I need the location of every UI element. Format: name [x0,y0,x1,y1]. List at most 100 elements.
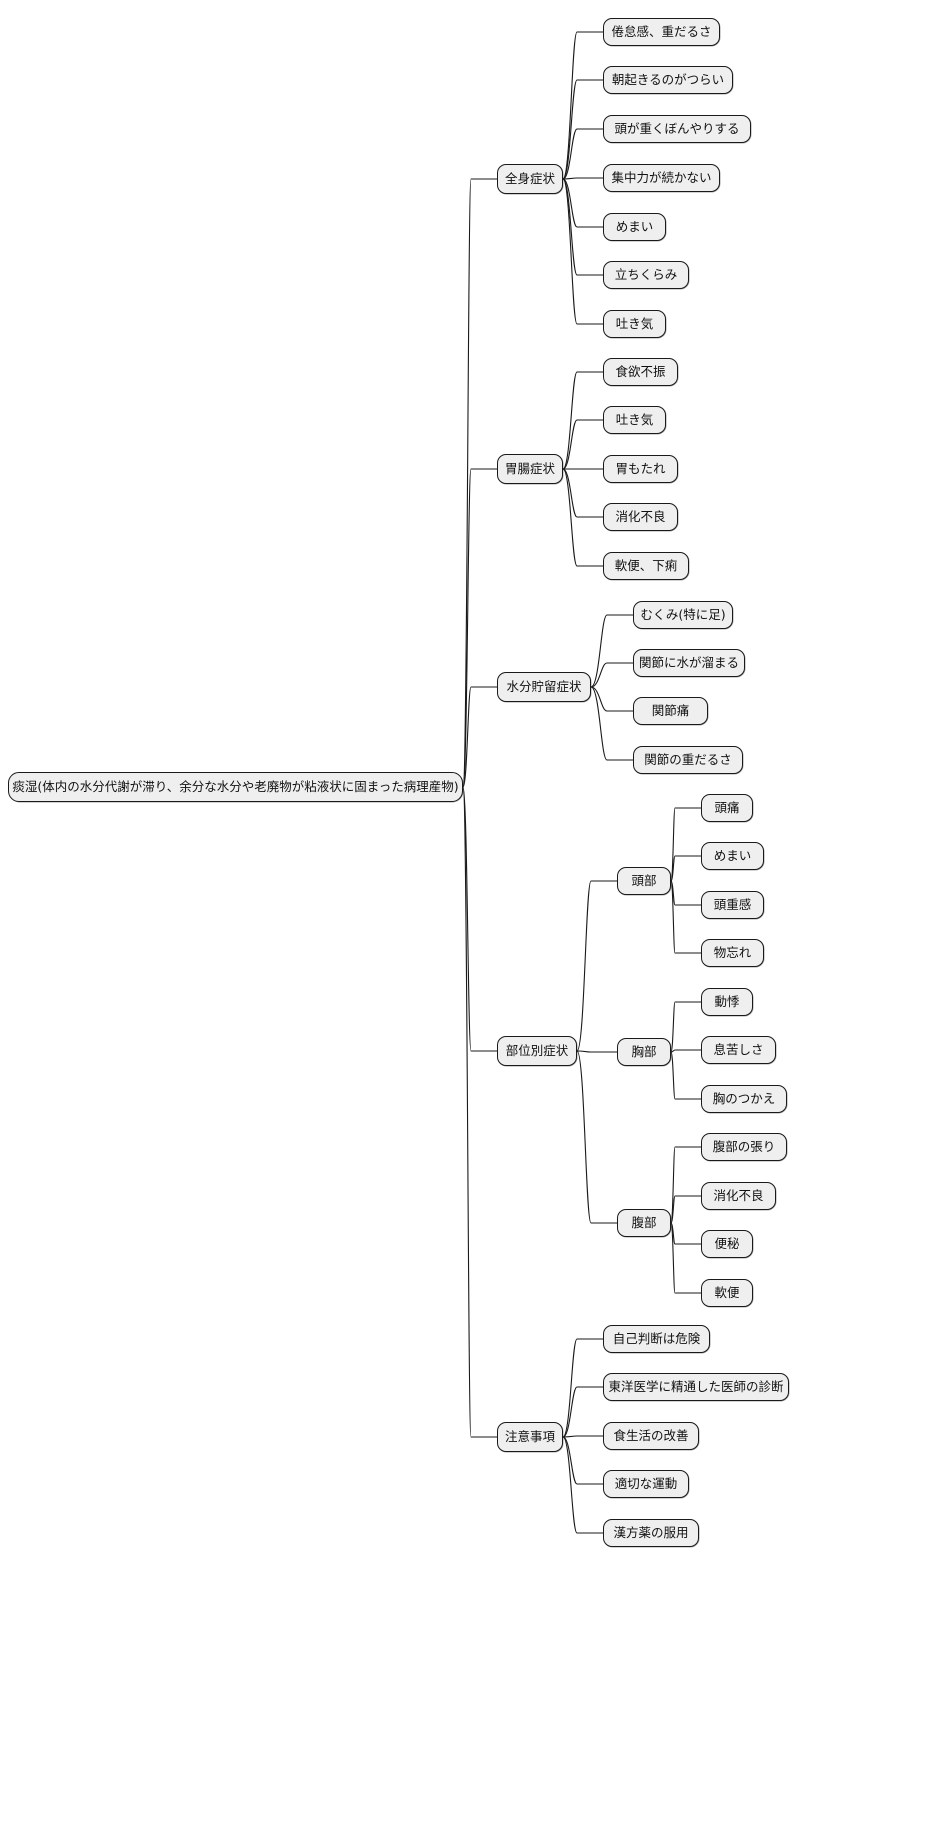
edge [562,419,603,470]
node-3-1-1[interactable]: 息苦しさ [701,1036,776,1064]
node-4-0[interactable]: 自己判断は危険 [603,1325,710,1353]
node-4-1-label: 東洋医学に精通した医師の診断 [608,1378,784,1394]
node-0-3[interactable]: 集中力が続かない [603,164,720,192]
node-3-0-2-label: 頭重感 [713,896,752,912]
edge [462,786,497,1438]
edge [670,880,701,906]
branch-node-1[interactable]: 胃腸症状 [497,454,563,484]
branch-node-0-label: 全身症状 [504,170,555,186]
edge [576,1050,617,1053]
node-2-3-label: 関節の重だるさ [644,751,732,767]
edge [670,880,701,954]
node-4-0-label: 自己判断は危険 [612,1330,701,1346]
edge [590,614,633,688]
node-3-0-3-label: 物忘れ [713,944,752,960]
edge [562,178,603,325]
edge [462,686,497,788]
node-0-1-label: 朝起きるのがつらい [611,71,725,87]
node-0-2-label: 頭が重くぼんやりする [614,120,740,136]
node-3-2-2[interactable]: 便秘 [701,1230,753,1258]
edge [670,1049,701,1053]
edge [670,1051,701,1100]
node-1-4-label: 軟便、下痢 [614,557,678,573]
edge [590,686,633,761]
branch-node-4[interactable]: 注意事項 [497,1422,563,1452]
node-2-2-label: 関節痛 [651,702,690,718]
node-3-0-2[interactable]: 頭重感 [701,891,764,919]
node-3-2-0[interactable]: 腹部の張り [701,1133,787,1161]
branch-node-0[interactable]: 全身症状 [497,164,563,194]
node-4-2-label: 食生活の改善 [613,1427,689,1443]
edge [562,1338,603,1438]
node-4-2[interactable]: 食生活の改善 [603,1422,699,1450]
node-2-2[interactable]: 関節痛 [633,697,708,725]
branch-node-3-label: 部位別症状 [505,1042,569,1058]
node-1-1[interactable]: 吐き気 [603,406,666,434]
node-3-1-1-label: 息苦しさ [713,1041,764,1057]
node-1-0-label: 食欲不振 [615,363,666,379]
node-1-3-label: 消化不良 [615,508,666,524]
node-0-6-label: 吐き気 [615,315,654,331]
node-3-2-1[interactable]: 消化不良 [701,1182,776,1210]
node-0-2[interactable]: 頭が重くぼんやりする [603,115,751,143]
node-3-0-0[interactable]: 頭痛 [701,794,753,822]
node-1-3[interactable]: 消化不良 [603,503,678,531]
edge [670,1222,701,1245]
edge [562,1435,603,1438]
node-0-6[interactable]: 吐き気 [603,310,666,338]
node-1-1-label: 吐き気 [615,411,654,427]
node-3-0-0-label: 頭痛 [714,799,740,815]
node-3-0-3[interactable]: 物忘れ [701,939,764,967]
node-4-3[interactable]: 適切な運動 [603,1470,689,1498]
edge [462,468,497,788]
branch-node-4-label: 注意事項 [504,1428,555,1444]
edge [670,1146,701,1224]
node-4-4[interactable]: 漢方薬の服用 [603,1519,699,1547]
node-3-1[interactable]: 胸部 [617,1038,671,1066]
node-0-5[interactable]: 立ちくらみ [603,261,689,289]
node-1-2[interactable]: 胃もたれ [603,455,678,483]
node-4-4-label: 漢方薬の服用 [613,1524,689,1540]
branch-node-1-label: 胃腸症状 [504,460,555,476]
node-3-2[interactable]: 腹部 [617,1209,671,1237]
node-3-1-2[interactable]: 胸のつかえ [701,1085,787,1113]
node-0-3-label: 集中力が続かない [611,169,712,185]
node-1-4[interactable]: 軟便、下痢 [603,552,689,580]
node-2-3[interactable]: 関節の重だるさ [633,746,743,774]
edge [562,371,603,470]
node-3-0-1[interactable]: めまい [701,842,764,870]
branch-node-3[interactable]: 部位別症状 [497,1036,577,1066]
node-1-0[interactable]: 食欲不振 [603,358,678,386]
node-3-0-1-label: めまい [713,847,752,863]
branch-node-2[interactable]: 水分貯留症状 [497,672,591,702]
node-0-4[interactable]: めまい [603,213,666,241]
edge [562,79,603,180]
node-3-1-2-label: 胸のつかえ [712,1090,776,1106]
edge [462,786,497,1052]
node-3-2-3[interactable]: 軟便 [701,1279,753,1307]
edge [670,1001,701,1053]
node-4-1[interactable]: 東洋医学に精通した医師の診断 [603,1373,789,1401]
edge [590,686,633,712]
node-2-0-label: むくみ(特に足) [640,606,726,622]
node-3-0[interactable]: 頭部 [617,867,671,895]
node-2-0[interactable]: むくみ(特に足) [633,601,733,629]
edge [562,128,603,180]
node-3-1-0-label: 動悸 [714,993,740,1009]
node-0-1[interactable]: 朝起きるのがつらい [603,66,733,94]
edge [562,1436,603,1534]
node-2-1[interactable]: 関節に水が溜まる [633,649,745,677]
root-node-label: 痰湿(体内の水分代謝が滞り、余分な水分や老廃物が粘液状に固まった病理産物) [12,778,459,794]
node-3-2-1-label: 消化不良 [713,1187,764,1203]
edge [562,177,603,180]
root-node[interactable]: 痰湿(体内の水分代謝が滞り、余分な水分や老廃物が粘液状に固まった病理産物) [8,772,463,802]
node-2-1-label: 関節に水が溜まる [638,654,739,670]
node-3-1-0[interactable]: 動悸 [701,988,753,1016]
edge [562,468,603,567]
node-3-2-0-label: 腹部の張り [712,1138,776,1154]
node-0-0[interactable]: 倦怠感、重だるさ [603,18,720,46]
edge [576,880,617,1052]
node-0-4-label: めまい [615,218,654,234]
